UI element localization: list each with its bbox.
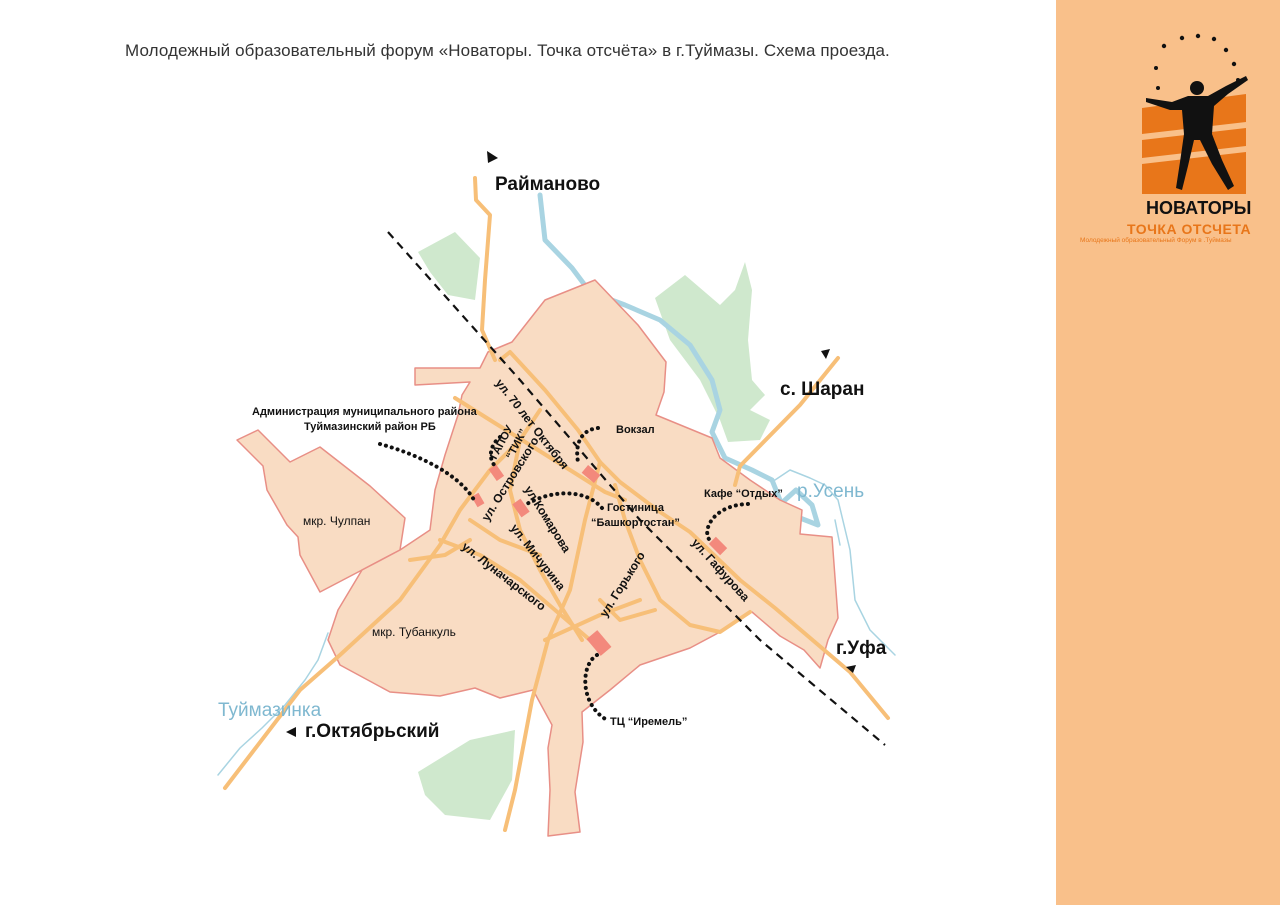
label-river-tuymazinka: Туймазинка bbox=[218, 700, 322, 721]
landmark-markers bbox=[471, 464, 728, 656]
arrow-ufa-icon bbox=[846, 665, 856, 673]
label-sharan: с. Шаран bbox=[780, 379, 864, 400]
label-river-usen: р.Усень bbox=[797, 481, 864, 502]
label-vokzal: Вокзал bbox=[616, 424, 655, 436]
page-title: Молодежный образовательный форум «Новато… bbox=[125, 41, 890, 60]
arrow-raimanovo-icon bbox=[487, 151, 498, 163]
label-district-chulpan: мкр. Чулпан bbox=[303, 514, 370, 528]
logo-title: НОВАТОРЫ bbox=[1146, 198, 1252, 218]
label-district-tubankul: мкр. Тубанкуль bbox=[372, 625, 456, 639]
label-cafe: Кафе “Отдых” bbox=[704, 488, 783, 500]
label-hotel-line1: Гостиница bbox=[607, 502, 665, 514]
arrow-oktyabrsky-icon bbox=[286, 727, 296, 737]
label-oktyabrsky: г.Октябрьский bbox=[305, 721, 439, 742]
label-mall: ТЦ “Иремель” bbox=[610, 716, 687, 728]
label-hotel-line2: “Башкортостан” bbox=[591, 517, 680, 529]
label-raimanovo: Райманово bbox=[495, 174, 600, 195]
logo-juggler-icon bbox=[1142, 33, 1248, 194]
label-admin-line1: Администрация муниципального района bbox=[252, 406, 478, 418]
logo-tagline: Молодежный образовательный Форум в .Туйм… bbox=[1080, 237, 1232, 244]
leader-lines bbox=[378, 426, 750, 722]
park-areas bbox=[418, 232, 770, 820]
city-area bbox=[236, 279, 839, 837]
logo-subtitle: ТОЧКА ОТСЧЕТА bbox=[1127, 221, 1252, 237]
route-map: Райманово с. Шаран г.Уфа г.Октябрьский р… bbox=[217, 151, 896, 837]
railway-line bbox=[387, 231, 886, 746]
roads bbox=[223, 176, 890, 832]
label-admin-line2: Туймазинский район РБ bbox=[304, 421, 436, 433]
label-ufa: г.Уфа bbox=[836, 638, 887, 659]
direction-arrows bbox=[286, 151, 856, 737]
arrow-sharan-icon bbox=[821, 349, 830, 359]
